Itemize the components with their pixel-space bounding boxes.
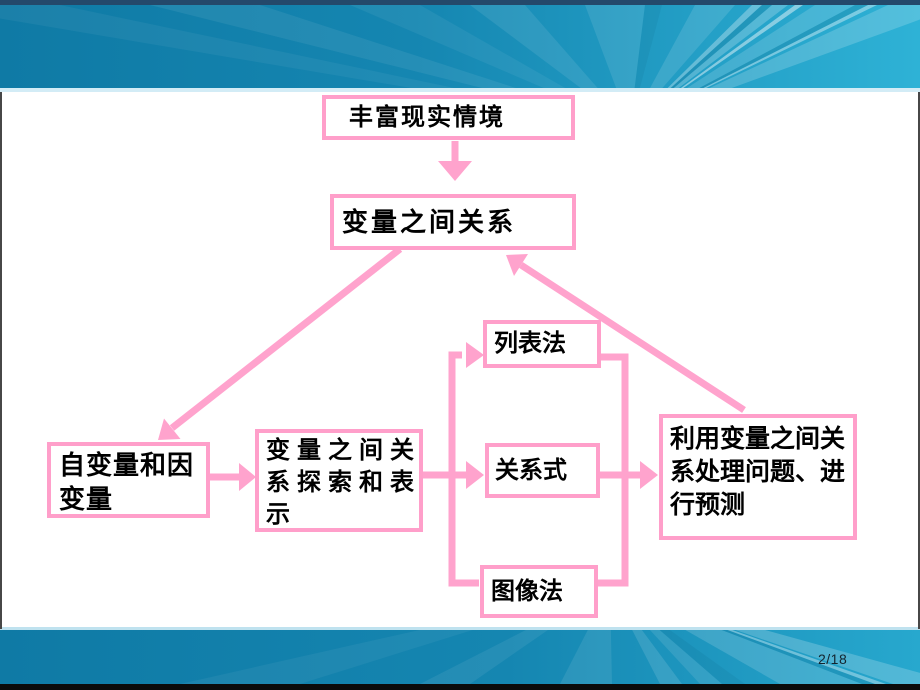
formula-label: 关系式: [495, 456, 567, 484]
bottom-banner: [0, 627, 920, 690]
explore-line-3: 示: [266, 501, 297, 528]
top-starburst-rays: [0, 5, 920, 88]
explore-line-2: 系探索和表: [266, 469, 421, 496]
variables-line-1: 自变量和因: [59, 450, 195, 480]
flow-box-explore: 变量之间关 系探索和表 示: [255, 429, 423, 532]
relation-label: 变量之间关系: [342, 206, 517, 237]
graph-method-label: 图像法: [491, 577, 563, 605]
flow-box-context: 丰富现实情境: [322, 95, 575, 140]
list-method-label: 列表法: [494, 330, 566, 357]
apply-line-1: 利用变量之间关: [670, 425, 846, 453]
context-label: 丰富现实情境: [349, 103, 505, 131]
flow-box-apply: 利用变量之间关 系处理问题、进 行预测: [659, 414, 857, 540]
page-number: 2/18: [818, 651, 848, 667]
flow-box-relation: 变量之间关系: [330, 194, 576, 250]
apply-line-3: 行预测: [670, 491, 746, 519]
top-navy-line: [0, 0, 920, 5]
bottom-black-line: [0, 684, 920, 690]
flow-box-list-method: 列表法: [483, 320, 601, 368]
top-banner: [0, 0, 920, 92]
arrow-methods-to-apply: [600, 461, 658, 489]
arrow-relation-to-variables: [158, 246, 403, 440]
bracket-left-methods: [448, 342, 484, 587]
flow-box-graph-method: 图像法: [480, 565, 598, 618]
arrow-explore-to-formula: [423, 461, 484, 489]
apply-line-2: 系处理问题、进: [670, 458, 846, 486]
flow-box-formula: 关系式: [485, 443, 600, 498]
arrow-context-to-relation: [438, 141, 472, 181]
explore-line-1: 变量之间关: [266, 437, 421, 464]
slide-right-edge: [918, 92, 920, 629]
flow-box-variables: 自变量和因 变量: [47, 442, 210, 518]
slide-left-edge: [0, 92, 2, 629]
bottom-starburst-rays: [180, 630, 920, 684]
arrow-variables-to-explore: [210, 463, 256, 491]
variables-line-2: 变量: [59, 484, 114, 514]
bracket-right-methods: [598, 353, 629, 587]
